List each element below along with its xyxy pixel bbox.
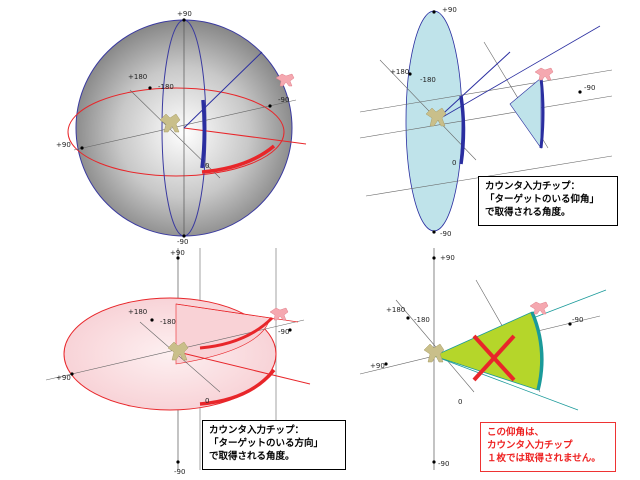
caption-line: カウンタ入力チップ： xyxy=(485,181,581,192)
axis-dot xyxy=(432,256,436,260)
axis-dot xyxy=(432,230,436,234)
axis-line-a xyxy=(73,99,297,151)
label-top: +90 xyxy=(170,249,185,257)
red-cross-icon xyxy=(472,334,516,382)
axis-dot xyxy=(408,72,412,76)
caption-line: 「ターゲットのいる仰角」 xyxy=(485,194,600,205)
axis-dot xyxy=(182,18,186,22)
axis-dot xyxy=(148,86,152,90)
axis-dot xyxy=(406,316,410,320)
label-zero: 0 xyxy=(452,159,456,167)
caption-line: この仰角は、 xyxy=(487,427,545,438)
caption-direction: カウンタ入力チップ： 「ターゲットのいる方向」 で取得される角度。 xyxy=(202,420,346,470)
axis-dot xyxy=(70,372,74,376)
observer-figure-icon xyxy=(159,113,181,133)
axis-line xyxy=(395,299,475,393)
caption-line: 「ターゲットのいる方向」 xyxy=(209,438,324,449)
elevation-arc-small xyxy=(539,77,545,149)
equator-ring xyxy=(67,87,285,177)
direction-arc-small xyxy=(199,316,274,350)
boundary-line xyxy=(433,355,579,411)
target-figure-icon xyxy=(529,301,549,315)
label-top: +90 xyxy=(440,254,455,262)
label-bottom: -90 xyxy=(440,230,451,238)
label-right: -90 xyxy=(278,328,289,336)
axis-dot xyxy=(288,328,292,332)
elevation-line xyxy=(183,51,263,129)
axis-dot xyxy=(432,460,436,464)
label-p180: +180 xyxy=(390,68,409,76)
axis-dot xyxy=(176,256,180,260)
axis-dot xyxy=(80,146,84,150)
label-zero: 0 xyxy=(458,398,462,406)
observer-figure-icon xyxy=(167,341,189,361)
label-bottom: -90 xyxy=(177,238,188,246)
label-left: +90 xyxy=(370,362,385,370)
axis-dot xyxy=(578,90,582,94)
observer-figure-icon xyxy=(423,343,445,363)
axis-line xyxy=(139,321,221,393)
direction-arc xyxy=(201,144,276,174)
caption-line: １枚では取得されません。 xyxy=(487,453,601,464)
caption-line: で取得される角度。 xyxy=(485,207,571,218)
label-p180: +180 xyxy=(386,306,405,314)
label-p180: +180 xyxy=(128,73,147,81)
axis-line-b xyxy=(129,89,221,179)
label-right: -90 xyxy=(572,316,583,324)
axis-dot xyxy=(568,322,572,326)
axis-dot xyxy=(432,10,436,14)
diagonal-line xyxy=(379,59,477,161)
panel-sphere: +90 -90 +90 -90 +180 -180 0 xyxy=(56,10,307,246)
axis-dot xyxy=(182,234,186,238)
label-zero: 0 xyxy=(205,397,209,405)
horizontal-line xyxy=(359,95,613,139)
caption-line: で取得される角度。 xyxy=(209,451,295,462)
label-left: +90 xyxy=(56,141,71,149)
label-top: +90 xyxy=(442,6,457,14)
caption-elevation: カウンタ入力チップ： 「ターゲットのいる仰角」 で取得される角度。 xyxy=(478,176,618,226)
label-zero: 0 xyxy=(205,162,209,170)
elevation-arc xyxy=(459,95,466,165)
caption-line: カウンタ入力チップ xyxy=(487,440,573,451)
label-right: -90 xyxy=(584,84,595,92)
axis-dot xyxy=(176,460,180,464)
caption-line: カウンタ入力チップ： xyxy=(209,425,305,436)
label-m180: -180 xyxy=(158,83,174,91)
sector-arc xyxy=(530,311,544,391)
horizontal-line xyxy=(359,69,613,113)
axis-dot xyxy=(150,318,154,322)
label-m180: -180 xyxy=(414,316,430,324)
observer-figure-icon xyxy=(425,107,447,127)
target-figure-icon xyxy=(534,67,554,81)
elevation-wedge xyxy=(509,77,542,149)
axis-dot xyxy=(384,362,388,366)
caption-unobtainable: この仰角は、 カウンタ入力チップ １枚では取得されません。 xyxy=(480,422,616,472)
label-left: +90 xyxy=(56,374,71,382)
target-figure-icon xyxy=(275,73,295,87)
label-top: +90 xyxy=(177,10,192,18)
label-bottom: -90 xyxy=(438,460,449,468)
panel-elevation: +90 -90 +180 -180 -90 0 xyxy=(359,6,613,238)
elevation-arc xyxy=(200,99,207,169)
axis-dot xyxy=(268,104,272,108)
panel-direction: +90 -90 +90 -90 +180 -180 0 xyxy=(45,248,311,476)
direction-line xyxy=(177,351,311,385)
elevation-line xyxy=(433,51,511,123)
target-figure-icon xyxy=(269,307,289,321)
label-m180: -180 xyxy=(420,76,436,84)
direction-arc xyxy=(199,368,276,406)
label-bottom: -90 xyxy=(174,468,185,476)
label-m180: -180 xyxy=(160,318,176,326)
label-right: -90 xyxy=(278,96,289,104)
label-p180: +180 xyxy=(128,308,147,316)
panel-unobtainable: +90 -90 +90 -90 +180 -180 0 xyxy=(359,248,607,470)
